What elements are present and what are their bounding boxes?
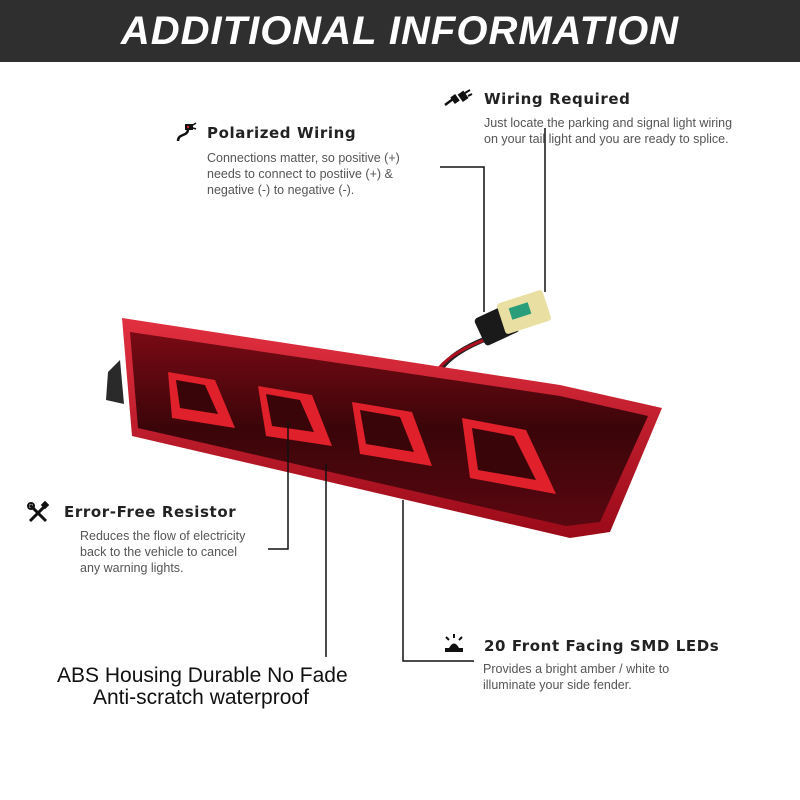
error-free-resistor-title: Error-Free Resistor xyxy=(64,503,237,521)
lamp-icon xyxy=(442,632,466,659)
cable-icon xyxy=(174,121,198,150)
page-title: ADDITIONAL INFORMATION xyxy=(120,8,680,53)
smd-leds-desc: Provides a bright amber / white to illum… xyxy=(483,662,670,692)
tools-icon xyxy=(26,500,50,530)
wiring-required-desc: Just locate the parking and signal light… xyxy=(484,116,733,146)
wiring-required-title: Wiring Required xyxy=(484,90,631,108)
polarized-wiring-title: Polarized Wiring xyxy=(207,124,357,142)
plug-icon xyxy=(443,89,473,114)
smd-leds-title: 20 Front Facing SMD LEDs xyxy=(484,637,720,655)
housing-line-1: ABS Housing Durable No Fade xyxy=(57,664,348,687)
error-free-resistor-desc: Reduces the flow of electricity back to … xyxy=(80,529,246,575)
polarized-wiring-desc: Connections matter, so positive (+) need… xyxy=(207,151,400,197)
header-banner: ADDITIONAL INFORMATION xyxy=(0,0,800,62)
housing-line-2: Anti-scratch waterproof xyxy=(93,686,309,709)
